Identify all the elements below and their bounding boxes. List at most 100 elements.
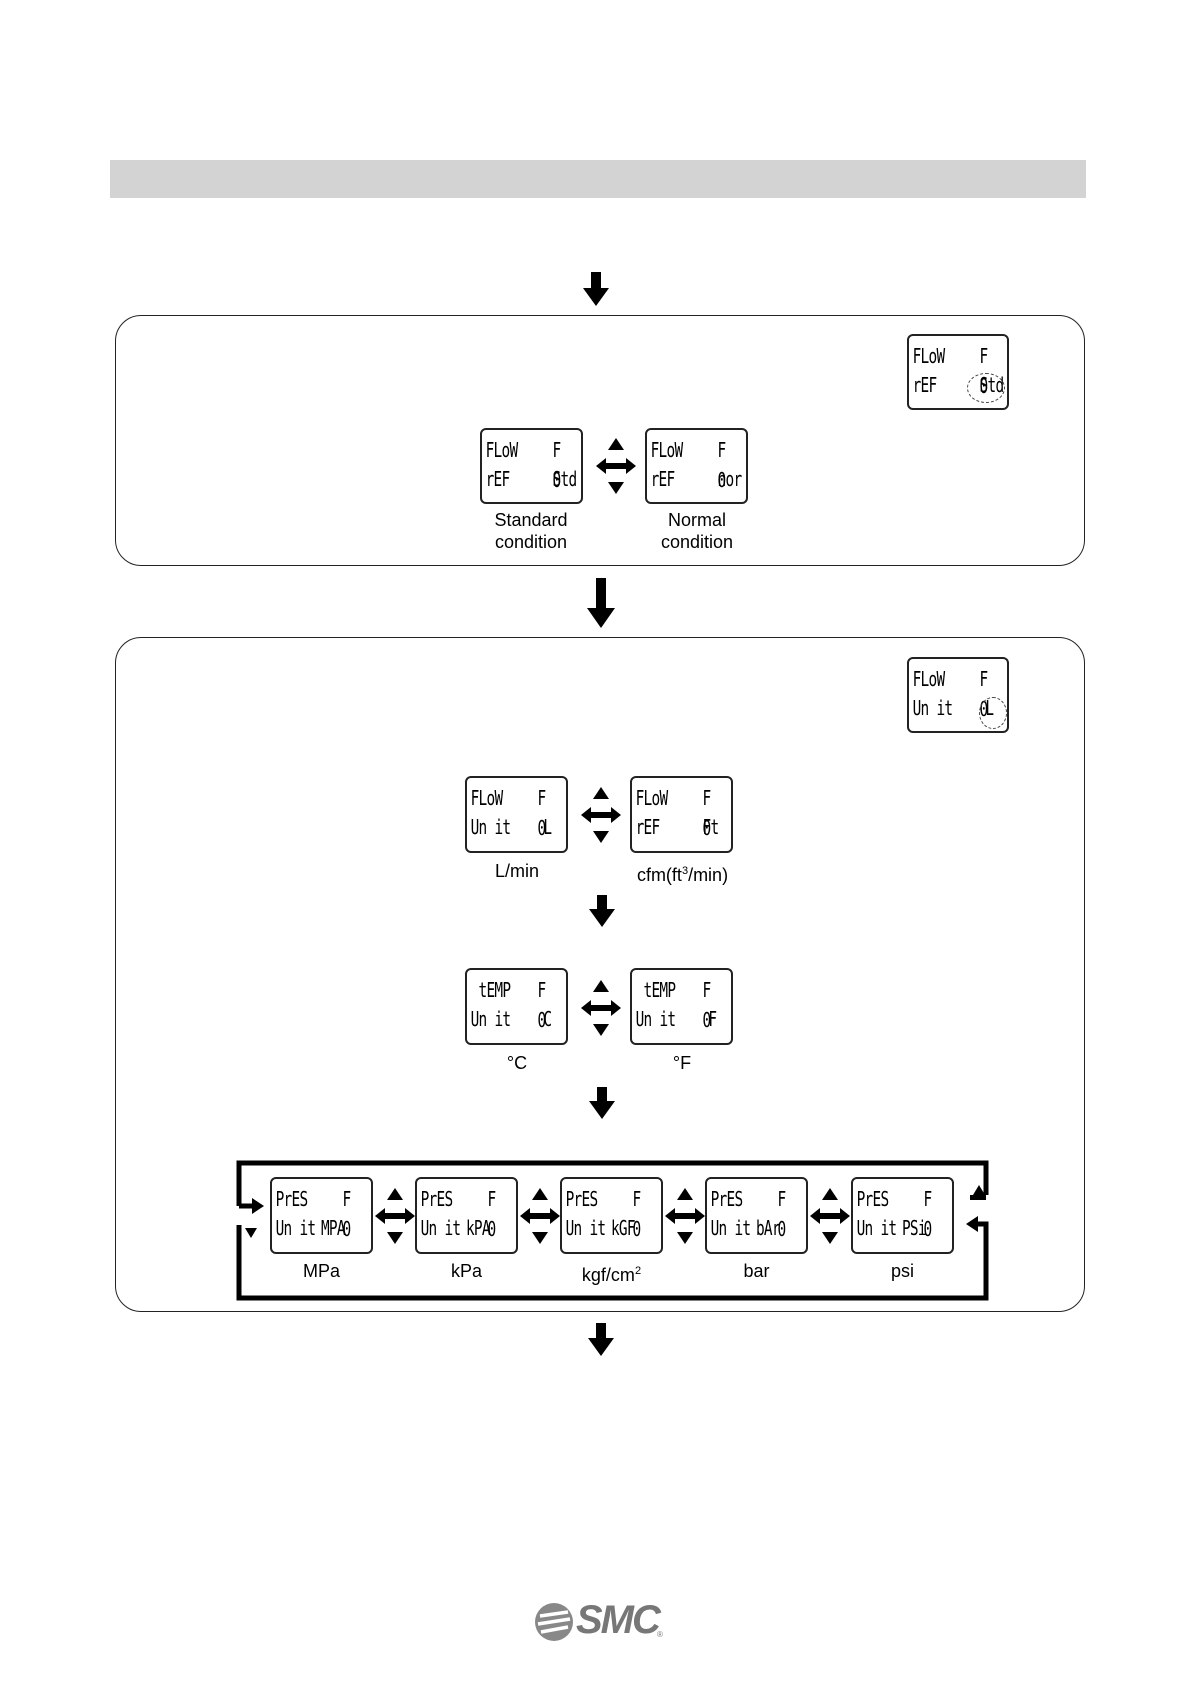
lcd-text: F 0	[632, 1187, 642, 1241]
lcd-text: F 0	[537, 786, 547, 840]
up-down-toggle-icon	[596, 438, 636, 494]
lcd-text: kGF	[610, 1216, 636, 1240]
lcd-text: Un it	[470, 1007, 511, 1031]
nor-caption: Normal condition	[636, 509, 758, 553]
lcd-text: F 0	[717, 438, 727, 492]
lcd-text: rEF	[912, 373, 938, 397]
caption-part: /min)	[688, 865, 729, 885]
lcd-text: Un it	[710, 1216, 751, 1240]
lcd-text: FLoW	[485, 438, 519, 462]
lcd-text: rEF	[485, 467, 511, 491]
lcd-text: FLoW	[912, 667, 946, 691]
up-down-toggle-icon	[581, 787, 621, 843]
flow-unit-ft-lcd[interactable]: FLoW F 0 rEF Ft	[630, 776, 733, 853]
lcd-text: F 0	[923, 1187, 933, 1241]
lcd-text: F 0	[487, 1187, 497, 1241]
caption-line: Normal	[667, 510, 726, 530]
up-down-toggle-icon	[810, 1188, 850, 1244]
lcd-text: Ft	[702, 815, 720, 839]
caption-part: cfm(ft	[636, 865, 682, 885]
smc-logo: SMC ®	[534, 1598, 664, 1646]
smc-logo-icon	[535, 1603, 573, 1641]
flow-ft-caption: cfm(ft3/min)	[615, 860, 750, 886]
arrow-down-icon	[589, 1087, 615, 1119]
lcd-text: F 0	[552, 438, 562, 492]
lcd-text: FLoW	[470, 786, 504, 810]
arrow-down-icon	[587, 578, 615, 628]
section-header-bar	[110, 160, 1086, 198]
lcd-text: MPA	[320, 1216, 346, 1240]
lcd-text: Un it	[856, 1216, 897, 1240]
temp-unit-f-lcd[interactable]: tEMP F 0 Un it F	[630, 968, 733, 1045]
lcd-text: bAr	[755, 1216, 781, 1240]
caption-line: condition	[494, 532, 568, 552]
lcd-text: Un it	[470, 815, 511, 839]
pres-kpa-caption: kPa	[450, 1261, 483, 1281]
lcd-text: Un it	[420, 1216, 461, 1240]
lcd-text: PrES	[275, 1187, 309, 1211]
lcd-text: tEMP	[478, 978, 512, 1002]
lcd-text: PSi	[901, 1216, 927, 1240]
lcd-text: F 0	[537, 978, 547, 1032]
logo-text: SMC	[576, 1598, 661, 1642]
arrow-down-icon	[588, 1323, 614, 1356]
lcd-text: PrES	[565, 1187, 599, 1211]
up-down-toggle-icon	[520, 1188, 560, 1244]
lcd-text: F	[708, 1007, 717, 1031]
pres-mpa-caption: MPa	[302, 1261, 340, 1281]
lcd-text: C	[543, 1007, 552, 1031]
lcd-text: FLoW	[650, 438, 684, 462]
lcd-text: FLoW	[912, 344, 946, 368]
blink-indicator-icon	[979, 697, 1007, 729]
lcd-text: PrES	[856, 1187, 890, 1211]
lcd-text: nor	[717, 467, 743, 491]
caption-part: kgf/cm	[581, 1265, 635, 1285]
lcd-text: Un it	[912, 696, 953, 720]
superscript: 2	[634, 1265, 642, 1277]
pres-kgf-caption: kgf/cm2	[555, 1260, 668, 1286]
temp-f-caption: °F	[672, 1053, 692, 1073]
flow-unit-l-lcd[interactable]: FLoW F 0 Un it L	[465, 776, 568, 853]
reference-nor-lcd[interactable]: FLoW F 0 rEF nor	[645, 428, 748, 504]
lcd-text: tEMP	[643, 978, 677, 1002]
loop-arrow-icon	[236, 1160, 989, 1301]
up-down-toggle-icon	[375, 1188, 415, 1244]
std-caption: Standard condition	[470, 509, 592, 553]
arrow-down-icon	[583, 272, 609, 306]
up-down-toggle-icon	[581, 980, 621, 1036]
lcd-text: Un it	[565, 1216, 606, 1240]
lcd-text: Un it	[275, 1216, 316, 1240]
caption-line: condition	[660, 532, 734, 552]
flow-l-caption: L/min	[494, 861, 539, 881]
lcd-text: rEF	[650, 467, 676, 491]
lcd-text: rEF	[635, 815, 661, 839]
pres-psi-caption: psi	[890, 1261, 914, 1281]
registered-mark: ®	[657, 1630, 663, 1639]
lcd-text: F 0	[777, 1187, 787, 1241]
lcd-text: PrES	[710, 1187, 744, 1211]
temp-unit-c-lcd[interactable]: tEMP F 0 Un it C	[465, 968, 568, 1045]
lcd-text: L	[543, 815, 552, 839]
pres-bar-caption: bar	[743, 1261, 770, 1281]
reference-std-lcd[interactable]: FLoW F 0 rEF Std	[480, 428, 583, 504]
lcd-text: F 0	[702, 978, 712, 1032]
lcd-text: Un it	[635, 1007, 676, 1031]
up-down-toggle-icon	[665, 1188, 705, 1244]
lcd-text: PrES	[420, 1187, 454, 1211]
superscript: 3	[681, 865, 689, 877]
caption-line: Standard	[494, 510, 568, 530]
lcd-text: FLoW	[635, 786, 669, 810]
temp-c-caption: °C	[506, 1053, 528, 1073]
blink-indicator-icon	[967, 373, 1005, 403]
lcd-text: F 0	[342, 1187, 352, 1241]
lcd-text: Std	[552, 467, 578, 491]
lcd-text: F 0	[702, 786, 712, 840]
lcd-text: kPA	[465, 1216, 491, 1240]
